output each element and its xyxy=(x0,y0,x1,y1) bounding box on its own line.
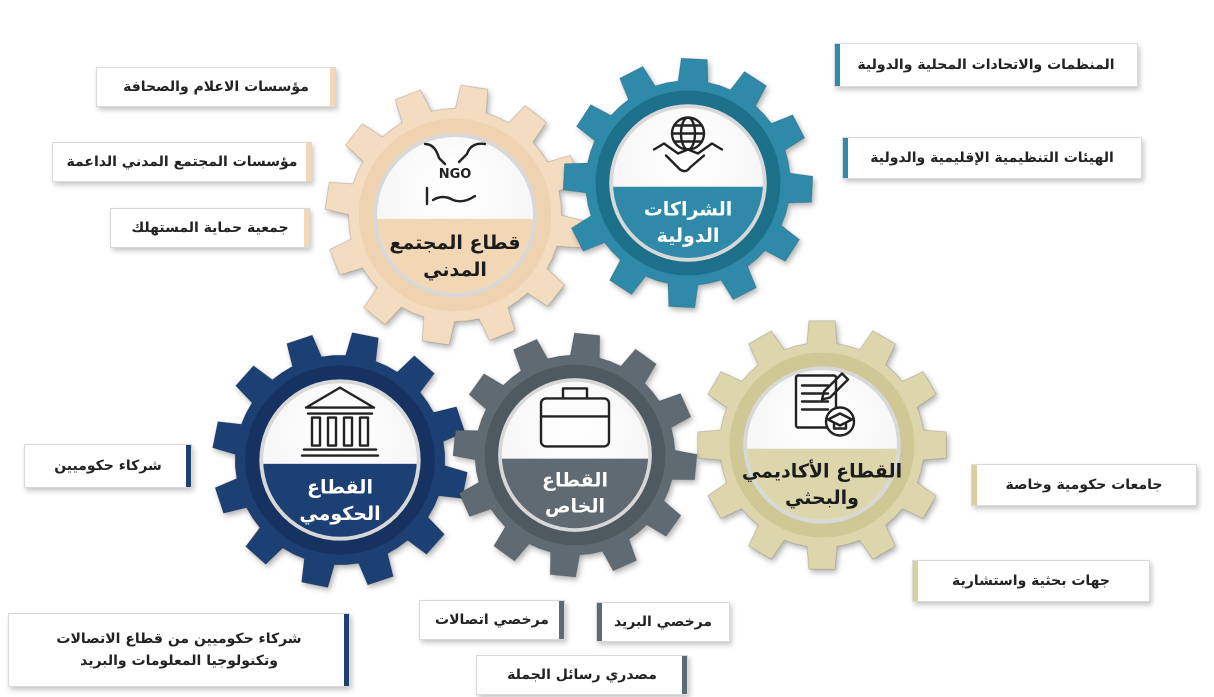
research-paper-graduation-icon xyxy=(794,372,856,437)
private-title-line1: القطاع xyxy=(542,470,608,492)
box-telecom-licensees-text: مرخصي اتصالات xyxy=(435,611,549,628)
gear-civil: قطاع المجتمع المدني NGO xyxy=(324,84,586,346)
box-postal-licensees: مرخصي البريد xyxy=(596,602,730,642)
box-bulk-sms: مصدري رسائل الجملة xyxy=(476,655,688,695)
gear-academic: القطاع الأكاديمي والبحثي xyxy=(697,320,947,570)
gear-international: الشراكات الدولية xyxy=(562,57,814,309)
ngo-text: NGO xyxy=(439,167,472,182)
box-civil-support: مؤسسات المجتمع المدني الداعمة xyxy=(52,142,312,182)
box-gov-ict-line1: شركاء حكوميين من قطاع الاتصالات xyxy=(56,630,302,647)
international-title-line1: الشراكات xyxy=(644,199,733,221)
academic-title-line1: القطاع الأكاديمي xyxy=(742,460,902,483)
box-gov-ict: شركاء حكوميين من قطاع الاتصالات وتكنولوج… xyxy=(8,613,350,687)
box-consumer: جمعية حماية المستهلك xyxy=(110,208,310,248)
government-building-icon xyxy=(300,386,380,457)
box-research-text: جهات بحثية واستشارية xyxy=(952,572,1110,589)
box-telecom-licensees: مرخصي اتصالات xyxy=(419,600,565,640)
international-title-line2: الدولية xyxy=(657,225,720,247)
ngo-hands-icon xyxy=(423,142,487,206)
handshake-globe-icon xyxy=(652,116,724,173)
box-gov-ict-line2: وتكنولوجيا المعلومات والبريد xyxy=(80,653,278,669)
box-civil-support-text: مؤسسات المجتمع المدني الداعمة xyxy=(66,153,298,170)
gear-government: القطاع الحكومي xyxy=(212,332,468,588)
academic-title-line2: والبحثي xyxy=(785,487,859,509)
private-title-line2: الخاص xyxy=(545,495,605,517)
box-gov-partners-text: شركاء حكوميين xyxy=(54,457,162,474)
box-regional-bodies-text: الهيئات التنظيمية الإقليمية والدولية xyxy=(870,149,1114,166)
box-universities-text: جامعات حكومية وخاصة xyxy=(1005,476,1163,493)
box-consumer-text: جمعية حماية المستهلك xyxy=(131,219,289,236)
box-universities: جامعات حكومية وخاصة xyxy=(971,464,1197,506)
box-bulk-sms-text: مصدري رسائل الجملة xyxy=(507,666,657,683)
box-regional-bodies: الهيئات التنظيمية الإقليمية والدولية xyxy=(842,137,1142,179)
civil-title-line2: المدني xyxy=(423,259,487,281)
government-title-line2: الحكومي xyxy=(299,503,380,525)
box-local-orgs: المنظمات والاتحادات المحلية والدولية xyxy=(834,43,1138,87)
box-media-text: مؤسسات الاعلام والصحافة xyxy=(123,78,309,95)
briefcase-icon xyxy=(539,387,611,448)
box-gov-partners: شركاء حكوميين xyxy=(24,444,192,488)
box-postal-licensees-text: مرخصي البريد xyxy=(613,613,713,630)
box-local-orgs-text: المنظمات والاتحادات المحلية والدولية xyxy=(857,56,1115,73)
government-title-line1: القطاع xyxy=(307,476,373,498)
box-research: جهات بحثية واستشارية xyxy=(912,560,1150,602)
civil-title-line1: قطاع المجتمع xyxy=(389,232,520,254)
box-media: مؤسسات الاعلام والصحافة xyxy=(96,67,336,107)
gear-private: القطاع الخاص xyxy=(452,332,698,578)
